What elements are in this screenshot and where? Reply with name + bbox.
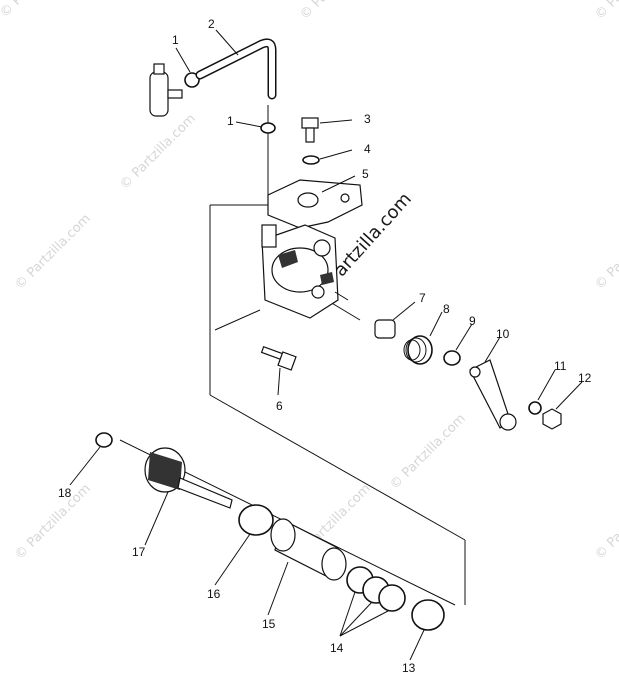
- callout-6: 6: [276, 399, 283, 413]
- spring-washer: [443, 350, 461, 366]
- callout-18: 18: [58, 486, 72, 500]
- frame-line: [209, 394, 466, 541]
- lever-nut: [542, 408, 562, 430]
- callout-13: 13: [402, 661, 416, 675]
- watermark-top-right: © Partzilla.com: [592, 0, 619, 23]
- callout-17: 17: [132, 545, 146, 559]
- callout-14: 14: [330, 641, 344, 655]
- pump-collar: [374, 319, 396, 339]
- callout-1a: 1: [172, 33, 179, 47]
- shim-set: [346, 566, 406, 612]
- callout-7: 7: [419, 291, 426, 305]
- watermark-upper-mid: © Partzilla.com: [117, 111, 199, 193]
- callout-15: 15: [262, 617, 276, 631]
- o-ring-16: [238, 504, 274, 536]
- mounting-bolt: [260, 345, 297, 371]
- oil-hose: [195, 38, 277, 100]
- pump-inlet: [261, 224, 277, 248]
- filter-assembly: [149, 63, 200, 117]
- callout-3: 3: [364, 112, 371, 126]
- hose-clamp-lower: [260, 122, 276, 134]
- bolt-guide: [214, 309, 261, 331]
- callout-11: 11: [554, 359, 567, 373]
- watermark-left-low: © Partzilla.com: [12, 481, 94, 563]
- callout-8: 8: [443, 302, 450, 316]
- callout-10: 10: [496, 327, 510, 341]
- lever-washer: [528, 401, 542, 415]
- hose-clamp-1: [184, 72, 200, 88]
- fuel-filter: [149, 71, 169, 117]
- watermark-top-left: © Partzilla.com: [0, 0, 79, 21]
- screw-head: [301, 117, 319, 129]
- callout-labels: 1 2 1 3 4 5 6 7 8 9 10 11 12 13 14 15 16…: [58, 17, 592, 675]
- watermark-top-mid: © Partzilla.com: [297, 0, 379, 23]
- control-lever: [469, 359, 517, 431]
- watermark-center-low: © Partzilla.com: [387, 411, 469, 493]
- watermark-right-mid: © Partzilla.com: [592, 211, 619, 293]
- oil-pump-body: [261, 179, 363, 319]
- leader-lines: [69, 29, 583, 661]
- watermark-left-mid: © Partzilla.com: [12, 211, 94, 293]
- callout-12: 12: [578, 371, 592, 385]
- callout-1b: 1: [227, 114, 234, 128]
- sealing-washer: [302, 155, 320, 165]
- callout-5: 5: [362, 167, 369, 181]
- callout-2: 2: [208, 17, 215, 31]
- watermark-right-low: © Partzilla.com: [592, 481, 619, 563]
- filter-cap: [153, 63, 165, 75]
- o-ring-13: [411, 599, 445, 631]
- callout-16: 16: [207, 587, 221, 601]
- callout-4: 4: [364, 142, 371, 156]
- pump-shaft: [334, 291, 349, 301]
- filter-nozzle: [167, 89, 183, 99]
- bleed-screw: [301, 117, 319, 143]
- gear-washer: [95, 432, 113, 448]
- drive-gear: [144, 447, 233, 509]
- pump-sleeve: [270, 518, 347, 581]
- callout-9: 9: [469, 314, 476, 328]
- return-spring: [403, 335, 433, 365]
- screw-shank: [305, 127, 315, 143]
